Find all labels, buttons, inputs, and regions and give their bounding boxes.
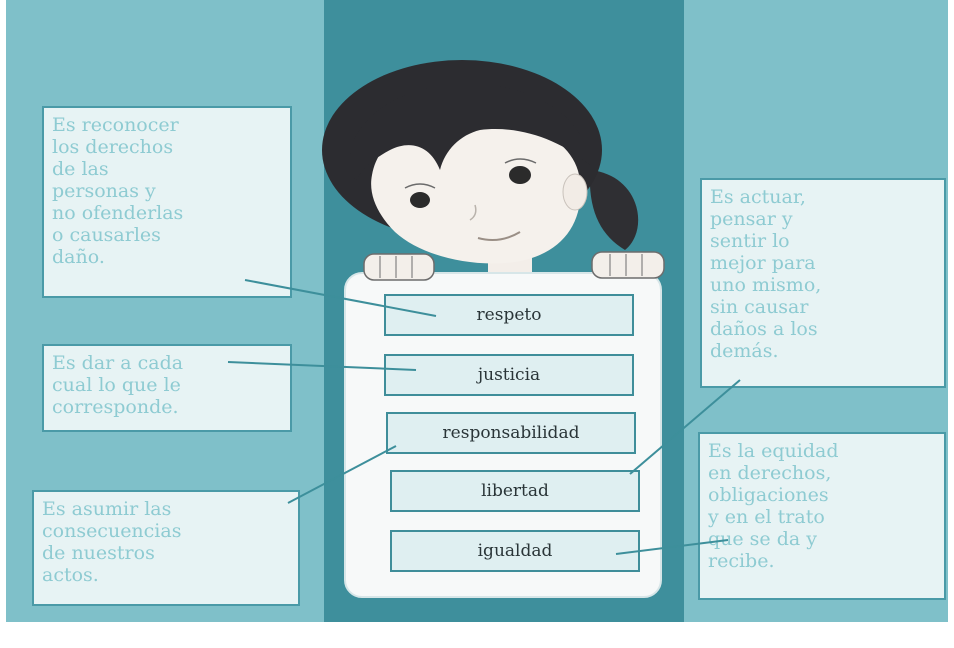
connector-respeto (244, 279, 437, 317)
definition-responsabilidad: Es asumir las consecuencias de nuestros … (32, 490, 300, 606)
value-justicia: justicia (384, 354, 634, 396)
definition-respeto: Es reconocer los derechos de las persona… (42, 106, 292, 298)
girl-right-eyelid (504, 158, 537, 164)
left-hand (363, 253, 435, 281)
connector-responsabilidad (287, 445, 397, 504)
girl-nose (469, 204, 477, 221)
girl-bangs (350, 83, 590, 182)
right-hand (591, 251, 665, 279)
girl-left-eyelid (404, 183, 436, 189)
definition-justicia: Es dar a cada cual lo que le corresponde… (42, 344, 292, 432)
girl-right-eye (509, 166, 531, 184)
definition-igualdad: Es la equidad en derechos, obligaciones … (698, 432, 946, 600)
connector-libertad (629, 379, 741, 475)
value-igualdad: igualdad (390, 530, 640, 572)
girl-ponytail (589, 170, 639, 250)
girl-mouth (477, 231, 521, 241)
girl-left-eye (410, 192, 430, 208)
girl-face (371, 118, 581, 264)
connector-justicia (227, 361, 417, 371)
value-libertad: libertad (390, 470, 640, 512)
definition-libertad: Es actuar, pensar y sentir lo mejor para… (700, 178, 946, 388)
connector-igualdad (615, 539, 729, 555)
girl-ear (562, 173, 588, 211)
value-responsabilidad: responsabilidad (386, 412, 636, 454)
